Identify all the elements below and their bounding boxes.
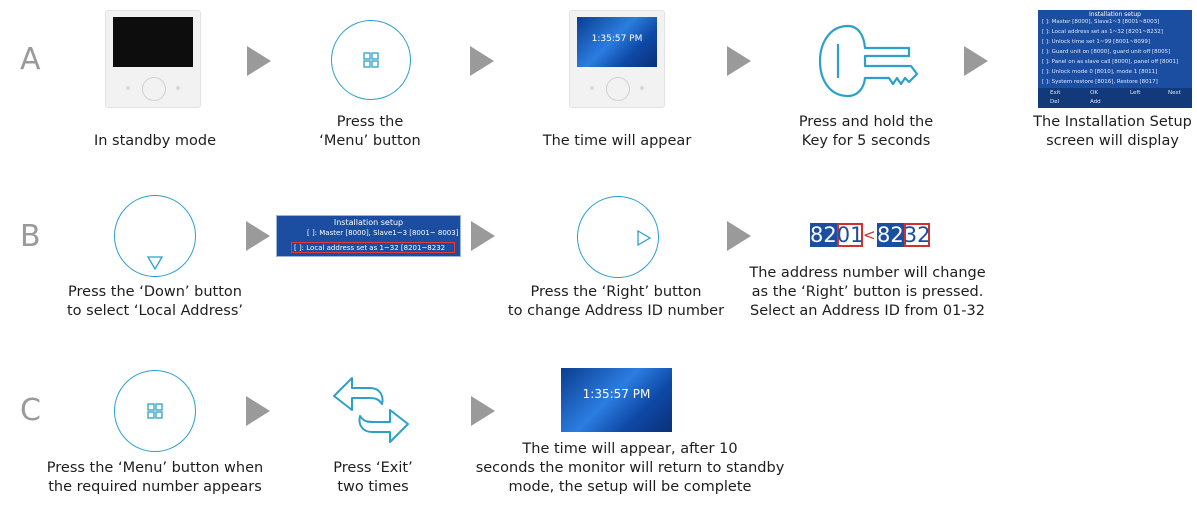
monitor-nav-pad [606, 77, 630, 101]
step-arrow [964, 46, 988, 76]
caption-done-1: The time will appear, after 10 [522, 441, 738, 457]
installation-setup-zoom: Installation setup [ ]: Master [8000], S… [276, 215, 461, 257]
menu-button-circle [331, 20, 411, 100]
step-arrow [727, 221, 751, 251]
monitor-button [176, 86, 180, 90]
install-title: Installation setup [333, 218, 404, 227]
monitor-button [590, 86, 594, 90]
caption-time-appear: The time will appear [542, 133, 692, 149]
footer-ok: OK [1090, 90, 1098, 96]
step-arrow [470, 46, 494, 76]
down-button-circle [114, 195, 196, 277]
caption-exit-1: Press ‘Exit’ [333, 460, 413, 476]
row-letter-b: B [20, 219, 41, 254]
caption-hold-key-1: Press and hold the [798, 114, 934, 130]
monitor-clock-screen: 1:35:57 PM [577, 17, 657, 67]
caption-press-menu-2: ‘Menu’ button [319, 133, 421, 149]
footer-left: Left [1130, 90, 1141, 96]
monitor-button [126, 86, 130, 90]
right-triangle-icon [637, 230, 651, 246]
monitor-nav-pad [142, 77, 166, 101]
right-button-circle [577, 196, 659, 278]
caption-install-1: The Installation Setup [1033, 114, 1192, 130]
caption-down-2: to select ‘Local Address’ [66, 303, 243, 319]
install-small-title: Installation setup [1089, 11, 1141, 18]
footer-exit: Exit [1050, 90, 1061, 96]
address-digits: 01 [836, 223, 864, 247]
caption-right-2: to change Address ID number [507, 303, 725, 319]
footer-next: Next [1168, 90, 1181, 96]
caption-press-menu-1: Press the [336, 114, 404, 130]
install-small-footer: Exit OK Left Next Del Add [1038, 88, 1192, 108]
step-arrow [247, 46, 271, 76]
address-prefix: 82 [810, 223, 837, 247]
menu-grid-icon [363, 52, 379, 68]
down-triangle-icon [147, 256, 163, 270]
caption-addr-3: Select an Address ID from 01-32 [750, 303, 985, 319]
clock-time: 1:35:57 PM [582, 387, 651, 401]
caption-exit-2: two times [337, 479, 409, 495]
caption-menu-2: the required number appears [48, 479, 262, 495]
install-line-local-address: [ ]: Local address set as 1~32 [8201~823… [291, 242, 455, 253]
exit-swap-arrows-icon [333, 377, 409, 443]
caption-right-1: Press the ‘Right’ button [530, 284, 702, 300]
install-small-line: [ ]: Guard unit on [8000], guard unit of… [1042, 49, 1171, 55]
install-small-line: [ ]: System restore [8016], Restore [801… [1042, 79, 1158, 85]
install-small-line: [ ]: Master [8000], Slave1~3 [8001~8003] [1042, 19, 1160, 25]
install-small-line: [ ]: Panel on as slave call [8000], pane… [1042, 59, 1179, 65]
caption-done-3: mode, the setup will be complete [508, 479, 752, 495]
step-arrow [471, 396, 495, 426]
step-arrow [246, 396, 270, 426]
monitor-standby [105, 10, 201, 108]
key-icon [818, 24, 919, 98]
address-number-before: 8201 [810, 223, 864, 247]
caption-menu-1: Press the ‘Menu’ button when [46, 460, 264, 476]
caption-done-2: seconds the monitor will return to stand… [475, 460, 785, 476]
footer-add: Add [1090, 99, 1101, 105]
caption-addr-2: as the ‘Right’ button is pressed. [751, 284, 984, 300]
monitor-screen-off [113, 17, 193, 67]
clock-screen: 1:35:57 PM [561, 368, 672, 432]
caption-standby: In standby mode [93, 133, 217, 149]
caption-hold-key-2: Key for 5 seconds [801, 133, 931, 149]
footer-del: Del [1050, 99, 1060, 105]
caption-addr-1: The address number will change [749, 265, 986, 281]
less-than-sign: < [863, 226, 876, 244]
row-letter-a: A [20, 42, 41, 77]
row-letter-c: C [20, 393, 41, 428]
caption-install-2: screen will display [1046, 133, 1179, 149]
address-number-after: 8232 [877, 223, 931, 247]
caption-down-1: Press the ‘Down’ button [68, 284, 242, 300]
address-prefix: 82 [877, 223, 904, 247]
install-line-master: [ ]: Master [8000], Slave1~3 [8001~ 8003… [307, 229, 459, 237]
install-small-line: [ ]: Unlock mode 0 [8010], mode 1 [8011] [1042, 69, 1158, 75]
step-arrow [471, 221, 495, 251]
monitor-clock-time: 1:35:57 PM [591, 34, 643, 44]
monitor-time: 1:35:57 PM [569, 10, 665, 108]
step-arrow [727, 46, 751, 76]
menu-grid-icon [147, 403, 163, 419]
address-digits: 32 [903, 223, 931, 247]
menu-button-circle [114, 370, 196, 452]
monitor-button [640, 86, 644, 90]
step-arrow [246, 221, 270, 251]
install-small-line: [ ]: Local address set as 1~32 [8201~823… [1042, 29, 1163, 35]
install-small-line: [ ]: Unlock time set 1~99 [8001~8099] [1042, 39, 1151, 45]
installation-setup-screen: Installation setup [ ]: Master [8000], S… [1038, 10, 1192, 108]
